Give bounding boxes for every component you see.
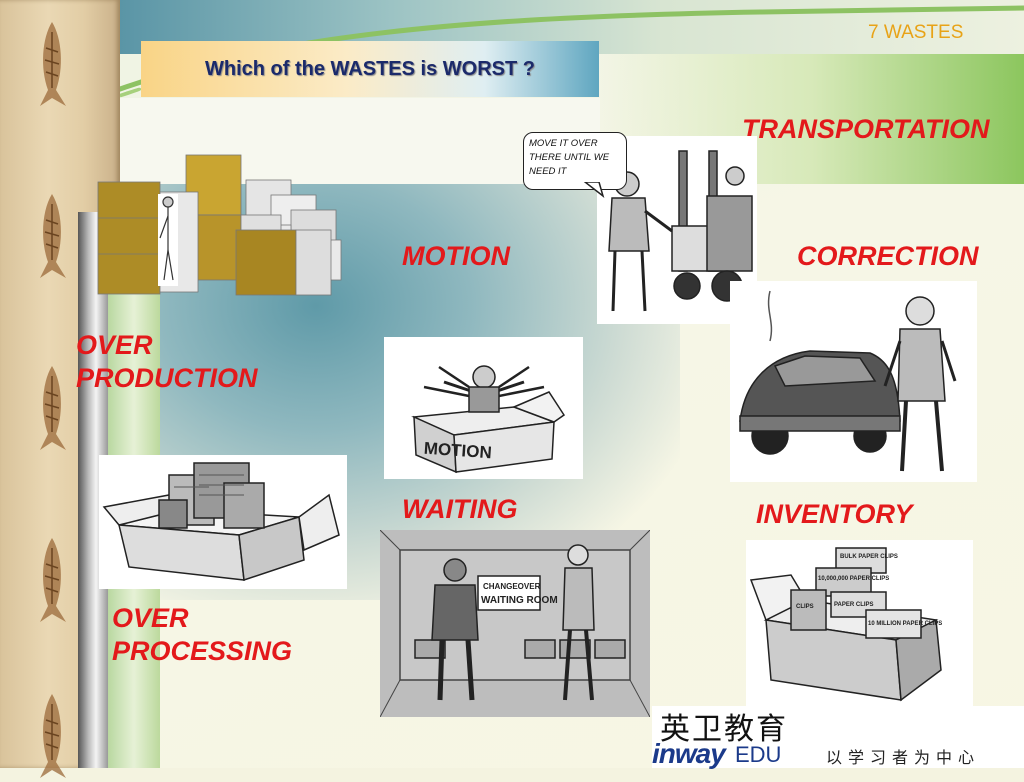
motion-label: MOTION: [402, 241, 510, 271]
motion-box-text: MOTION: [423, 439, 492, 463]
inventory-label-4: PAPER CLIPS: [834, 602, 874, 608]
inventory-box-image: BULK PAPER CLIPS 10,000,000 PAPER CLIPS …: [746, 540, 973, 708]
transportation-label: TRANSPORTATION: [742, 114, 990, 144]
waiting-sign-line-2: WAITING ROOM: [481, 595, 558, 606]
inventory-label-5: 10 MILLION PAPER CLIPS: [868, 621, 942, 627]
waiting-label: WAITING: [402, 494, 518, 524]
waiting-room-image: CHANGEOVER WAITING ROOM: [380, 530, 650, 717]
over-production-label: OVER PRODUCTION: [76, 329, 258, 395]
correction-label: CORRECTION: [797, 241, 979, 271]
waiting-sign-line-1: CHANGEOVER: [483, 582, 541, 591]
inventory-label-3: CLIPS: [796, 604, 814, 610]
slide-title: Which of the WASTES is WORST ?: [205, 57, 535, 80]
inventory-label: INVENTORY: [756, 499, 913, 529]
inventory-label-1: BULK PAPER CLIPS: [840, 554, 898, 560]
motion-image: MOTION: [384, 337, 583, 479]
bubble-line-1: MOVE IT OVER: [529, 138, 598, 149]
logo-edu: EDU: [735, 742, 782, 767]
fish-fossil-icon: [40, 538, 66, 622]
logo-chinese: 英卫教育: [660, 712, 788, 747]
fish-fossil-icon: [40, 194, 66, 278]
over-production-boxes-illustration: [97, 154, 342, 296]
over-production-line-1: OVER: [76, 330, 153, 360]
title-box: Which of the WASTES is WORST ?: [141, 41, 599, 97]
bubble-line-3: NEED IT: [529, 166, 567, 177]
slide-label: 7 WASTES: [868, 22, 964, 43]
over-processing-line-1: OVER: [112, 603, 189, 633]
correction-car-image: [730, 281, 977, 482]
speech-bubble: MOVE IT OVER THERE UNTIL WE NEED IT: [523, 132, 627, 190]
logo-slogan: 以学习者为中心: [826, 748, 981, 767]
bubble-line-2: THERE UNTIL WE: [529, 152, 610, 163]
logo-brand: inway: [652, 738, 726, 769]
fish-fossil-icon: [40, 694, 66, 778]
inventory-label-2: 10,000,000 PAPER CLIPS: [818, 576, 889, 582]
fish-fossil-icon: [40, 22, 66, 106]
fish-fossil-icon: [40, 366, 66, 450]
speech-bubble-tail: [583, 182, 605, 198]
logo-area: [652, 706, 1024, 768]
over-processing-line-2: PROCESSING: [112, 636, 293, 666]
over-processing-image: [99, 455, 347, 589]
over-processing-label: OVER PROCESSING: [112, 602, 292, 668]
over-production-line-2: PRODUCTION: [76, 363, 258, 393]
